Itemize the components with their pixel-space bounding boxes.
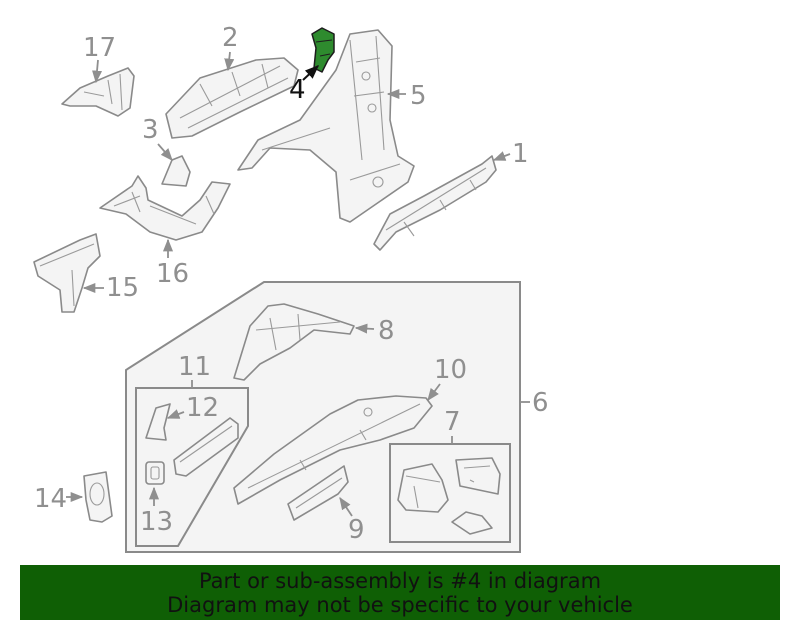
callout-13: 13 [140,486,173,537]
callout-12: 12 [166,393,219,423]
svg-text:9: 9 [348,515,365,545]
callout-4: 4 [289,65,320,105]
callout-2: 2 [222,23,239,72]
callout-5: 5 [386,81,427,111]
svg-text:4: 4 [289,75,306,105]
svg-text:14: 14 [34,484,67,514]
svg-text:10: 10 [434,355,467,385]
part-10 [233,395,433,505]
callout-15: 15 [82,273,139,303]
part-2 [165,57,299,139]
svg-text:7: 7 [444,407,461,437]
part-4-highlighted [311,27,335,73]
part-5 [237,29,415,223]
parts-diagram: 17 2 3 4 5 1 [33,23,549,553]
svg-text:1: 1 [512,139,529,169]
callout-1: 1 [492,139,529,169]
callout-14: 14 [34,484,84,514]
part-1 [373,155,497,251]
callout-8: 8 [354,316,395,346]
banner-line-2: Diagram may not be specific to your vehi… [167,593,633,617]
banner-line-1: Part or sub-assembly is #4 in diagram [198,569,602,593]
svg-text:16: 16 [156,259,189,289]
part-9 [287,465,349,521]
svg-text:2: 2 [222,23,239,53]
svg-text:13: 13 [140,507,173,537]
svg-text:15: 15 [106,273,139,303]
sub-assembly-box-7 [389,443,511,543]
callout-16: 16 [156,238,189,289]
part-3 [161,155,191,187]
callout-17: 17 [83,33,116,84]
part-17 [61,67,135,117]
svg-text:17: 17 [83,33,116,63]
callout-11: 11 [178,352,211,388]
svg-text:3: 3 [142,115,159,145]
callout-3: 3 [142,115,173,161]
callout-6: 6 [520,388,549,418]
part-16 [99,175,231,241]
svg-text:6: 6 [532,388,549,418]
part-14 [83,471,113,523]
callout-7: 7 [444,407,461,444]
part-15 [33,233,101,313]
svg-text:5: 5 [410,81,427,111]
part-8 [233,303,355,381]
svg-text:12: 12 [186,393,219,423]
svg-text:8: 8 [378,316,395,346]
svg-text:11: 11 [178,352,211,382]
part-13 [145,461,165,485]
info-banner: Part or sub-assembly is #4 in diagram Di… [20,565,780,620]
callout-10: 10 [427,355,467,402]
callout-9: 9 [339,496,365,545]
